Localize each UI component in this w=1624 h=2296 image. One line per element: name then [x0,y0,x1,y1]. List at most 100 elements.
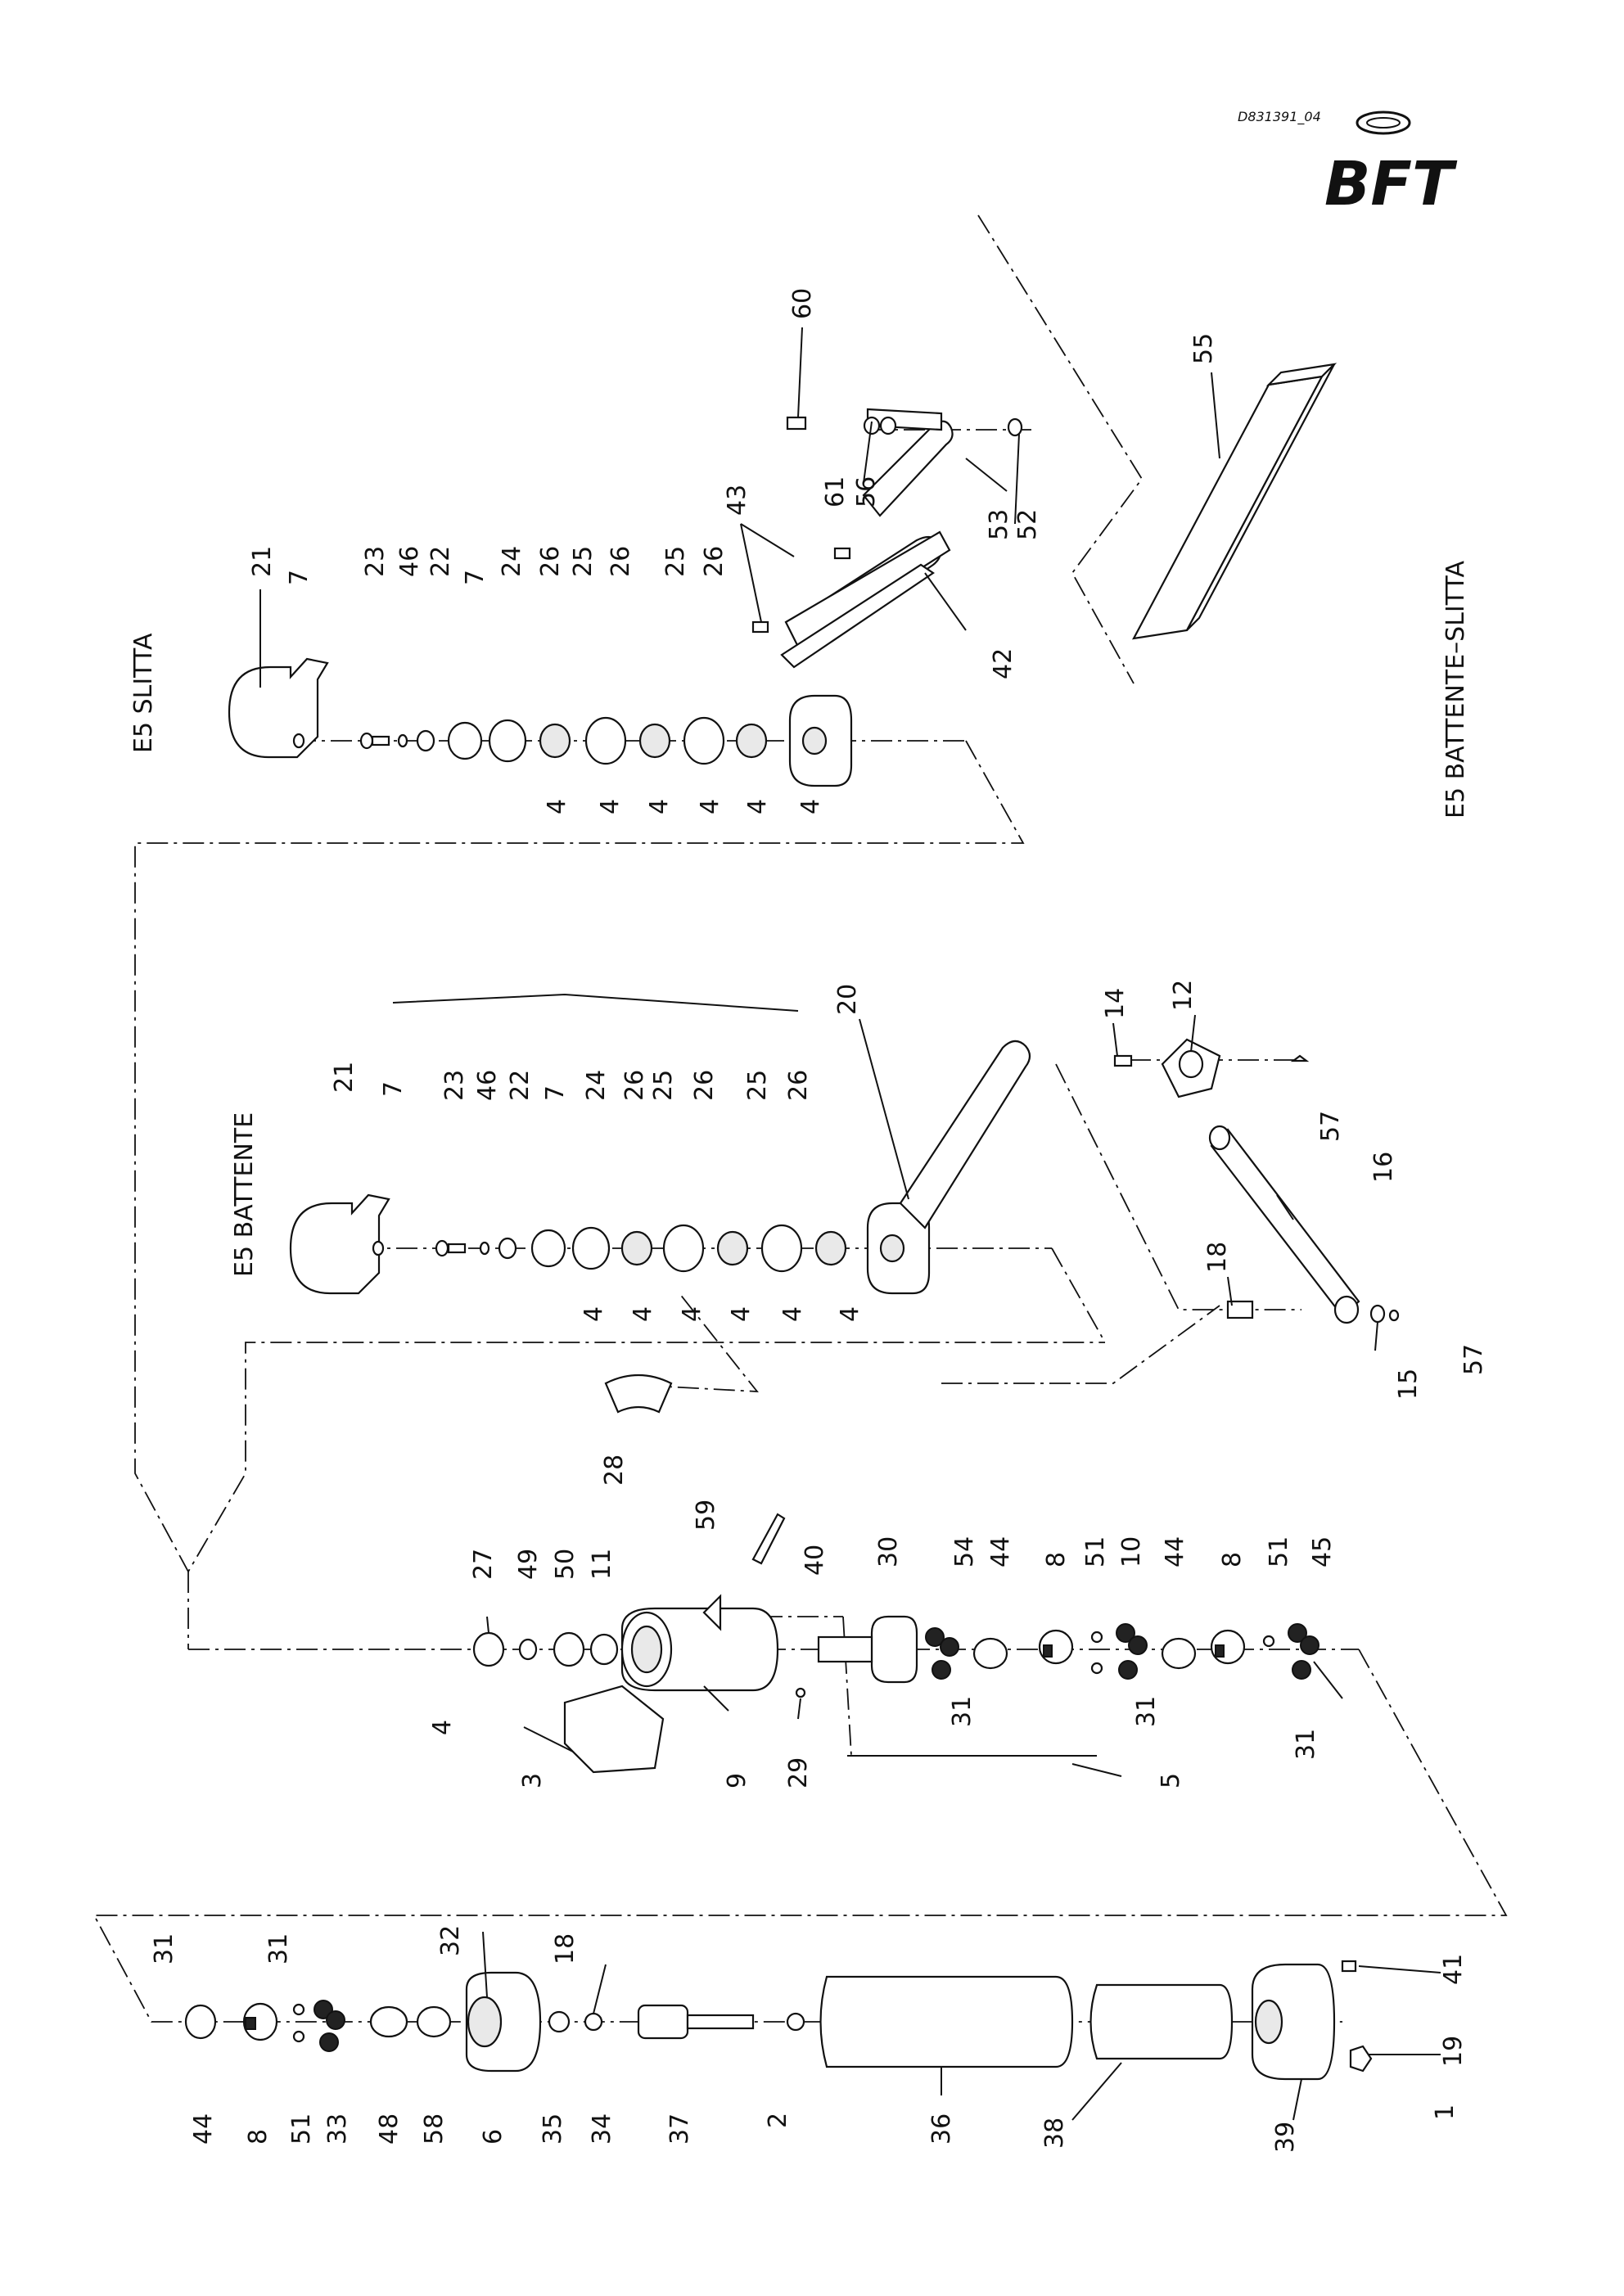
slitta-arm [751,363,1338,669]
tube-36 [819,1975,1074,2068]
cap-28 [604,1374,673,1414]
callout: 4 [580,1306,608,1322]
callout: 23 [440,1070,469,1101]
callout: 3 [518,1773,547,1789]
callout: 4 [678,1306,706,1322]
callout: 31 [948,1696,977,1727]
callout: 54 [950,1536,979,1568]
gear-section [472,1374,1320,1774]
link-16 [1210,1128,1360,1318]
callout: 24 [582,1070,611,1101]
callout: 7 [285,570,314,585]
callout: 25 [569,546,598,577]
callout: 28 [600,1455,629,1486]
callout: 7 [541,1085,570,1101]
callout: 31 [1292,1729,1320,1760]
pinion-30 [870,1615,918,1684]
callout: 51 [287,2113,316,2145]
callout: 4 [645,799,674,814]
callout: 16 [1369,1152,1398,1183]
callout: 46 [473,1070,502,1101]
motor-38 [1089,1983,1234,2060]
callout: 39 [1271,2122,1300,2153]
bft-logo: BFT [1324,111,1458,219]
callout: 31 [264,1933,293,1964]
callout: 37 [665,2113,694,2145]
callout: 4 [836,1306,864,1322]
cover-21-slitta [228,657,329,759]
callout: 6 [479,2129,508,2145]
callout: 38 [1040,2118,1069,2149]
callout: 8 [1042,1552,1071,1568]
callout: 8 [244,2129,273,2145]
title-slitta: E5 SLITTA [129,633,158,753]
callout: 52 [1013,509,1042,540]
callout: 18 [1203,1242,1232,1273]
callout: 10 [1117,1536,1146,1568]
callout: 33 [323,2113,352,2145]
callout: 55 [1189,333,1218,364]
callout: 25 [649,1070,678,1101]
callout: 26 [700,546,729,577]
callout: 1 [1431,2104,1459,2120]
callout: 60 [788,288,817,319]
callout: 7 [379,1081,408,1097]
callout: 59 [692,1500,720,1531]
callout: 23 [361,546,390,577]
battente-arm [1113,1038,1400,1324]
callout: 49 [514,1549,543,1580]
callout: 44 [986,1536,1015,1568]
cover-21-battente [289,1193,390,1295]
callout: 12 [1169,980,1198,1011]
arm-20 [899,1040,1031,1229]
callout: 24 [498,546,526,577]
callout: 30 [874,1536,903,1568]
callout: 31 [1132,1696,1161,1727]
callout: 41 [1439,1954,1468,1985]
callout: 46 [395,546,424,577]
callout: 11 [588,1549,616,1580]
callout: 22 [506,1070,535,1101]
callout: 20 [833,984,862,1015]
callout: 22 [426,546,455,577]
plate-3 [563,1685,665,1774]
callout: 8 [1218,1552,1247,1568]
callout: 44 [189,2113,218,2145]
callout: 40 [801,1545,829,1576]
callout: 4 [543,799,571,814]
title-battente-slitta: E5 BATTENTE–SLITTA [1441,560,1470,819]
callout: 26 [690,1070,719,1101]
motor-section [184,1960,1373,2081]
callout: 32 [436,1925,465,1956]
callout: 27 [469,1549,498,1580]
callout: 4 [596,799,625,814]
endcap-39 [1251,1963,1336,2081]
callout: 26 [620,1070,649,1101]
callout: 9 [723,1773,751,1789]
callout: 4 [727,1306,756,1322]
callout: 2 [764,2113,792,2128]
callout: 4 [696,799,724,814]
pin-40 [751,1513,786,1565]
callout: 56 [852,476,881,507]
callout: 26 [536,546,565,577]
callout: 57 [1459,1344,1488,1375]
callout: 18 [551,1933,580,1964]
callout: 4 [796,799,825,814]
callout: 7 [461,570,489,585]
callout: 21 [248,546,277,577]
callout: 51 [1081,1536,1110,1568]
callout: 57 [1316,1111,1345,1142]
callout: 48 [375,2113,404,2145]
callout: 21 [330,1062,359,1093]
callout: 50 [551,1549,580,1580]
callout: 15 [1394,1369,1423,1400]
callout: 43 [723,485,751,516]
drawing-code: D831391_04 [1238,109,1321,125]
callouts-slitta: 21 7 23 46 22 7 24 26 25 26 25 26 4 4 4 … [248,288,1218,814]
leader-lines [259,327,1441,2121]
callout: 4 [778,1306,807,1322]
callouts-motor: 31 32 18 44 8 51 33 31 48 58 6 35 34 37 … [150,1925,1468,2153]
callout: 25 [743,1070,772,1101]
